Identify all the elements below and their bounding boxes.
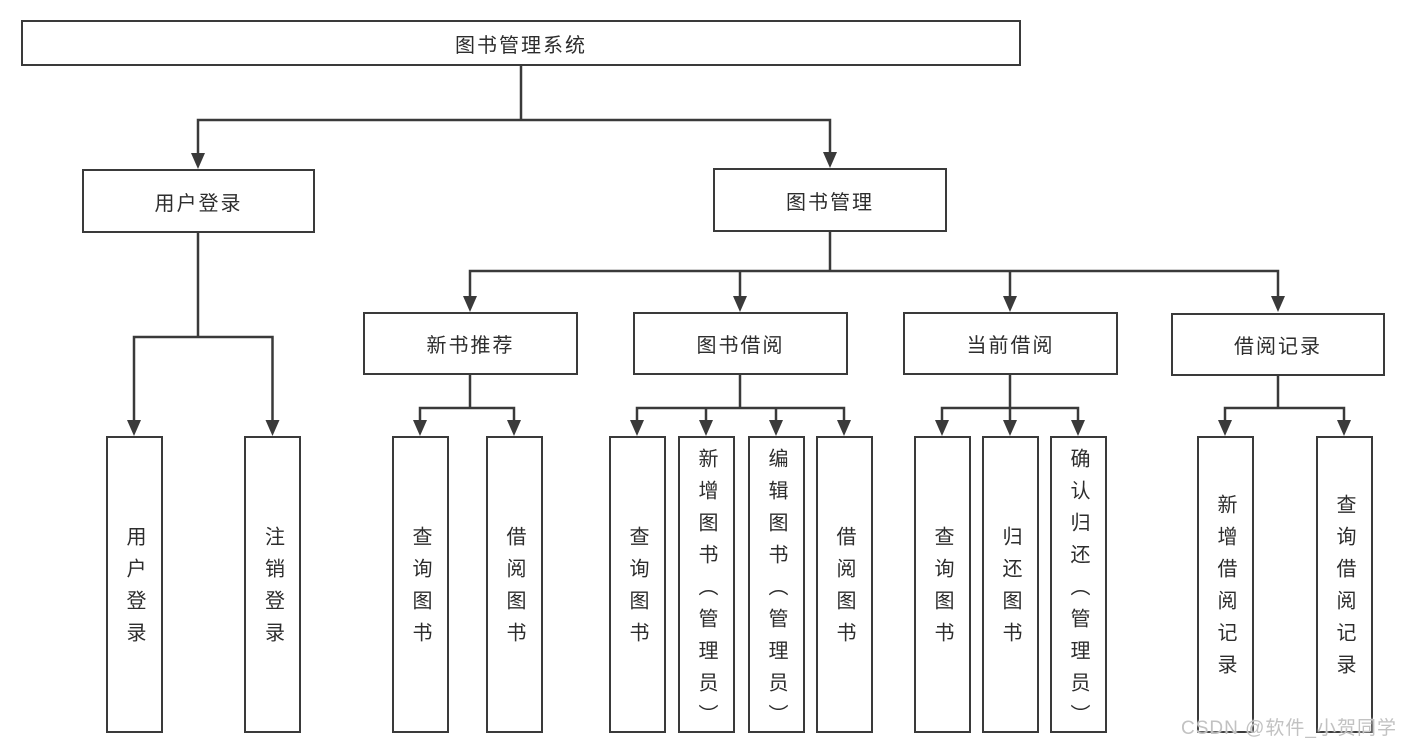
leaf-user-login: 用户登录 bbox=[105, 436, 163, 733]
leaf-borrowing-borrow-books: 借阅图书 bbox=[815, 436, 873, 733]
leaf-borrowing-add-books-admin: 新增图书（管理员） bbox=[677, 436, 735, 736]
leaf-records-query-borrow-record: 查询借阅记录 bbox=[1315, 436, 1373, 733]
node-current-borrowing: 当前借阅 bbox=[903, 312, 1118, 375]
leaf-borrowing-query-books: 查询图书 bbox=[608, 436, 666, 733]
arrowheads bbox=[127, 152, 1351, 436]
node-root-library-system: 图书管理系统 bbox=[21, 20, 1021, 66]
leaf-current-return-books: 归还图书 bbox=[981, 436, 1039, 733]
node-new-book-recommendation: 新书推荐 bbox=[363, 312, 578, 375]
connector-current-borrowing-to-leaves bbox=[940, 373, 1080, 423]
connector-root-to-level1 bbox=[196, 64, 832, 156]
csdn-watermark: CSDN @软件_小贺同学 bbox=[1181, 718, 1397, 739]
node-book-management: 图书管理 bbox=[713, 168, 947, 232]
node-user-login: 用户登录 bbox=[82, 169, 315, 233]
leaf-borrowing-edit-books-admin: 编辑图书（管理员） bbox=[747, 436, 805, 736]
leaf-recommend-borrow-books: 借阅图书 bbox=[485, 436, 543, 733]
leaf-current-confirm-return-admin: 确认归还（管理员） bbox=[1049, 436, 1107, 736]
leaf-recommend-query-books: 查询图书 bbox=[391, 436, 449, 733]
node-borrowing-records: 借阅记录 bbox=[1171, 313, 1385, 376]
leaf-records-add-borrow-record: 新增借阅记录 bbox=[1196, 436, 1254, 733]
node-book-borrowing: 图书借阅 bbox=[633, 312, 848, 375]
connector-book-borrowing-to-leaves bbox=[635, 373, 846, 423]
connector-new-book-recommendation-to-leaves bbox=[418, 373, 516, 423]
connector-user-login-to-leaves bbox=[132, 231, 274, 423]
leaf-logout: 注销登录 bbox=[244, 436, 301, 733]
leaf-current-query-books: 查询图书 bbox=[913, 436, 971, 733]
connector-borrowing-records-to-leaves bbox=[1223, 373, 1346, 423]
connector-book-management-to-level2 bbox=[468, 230, 1280, 299]
